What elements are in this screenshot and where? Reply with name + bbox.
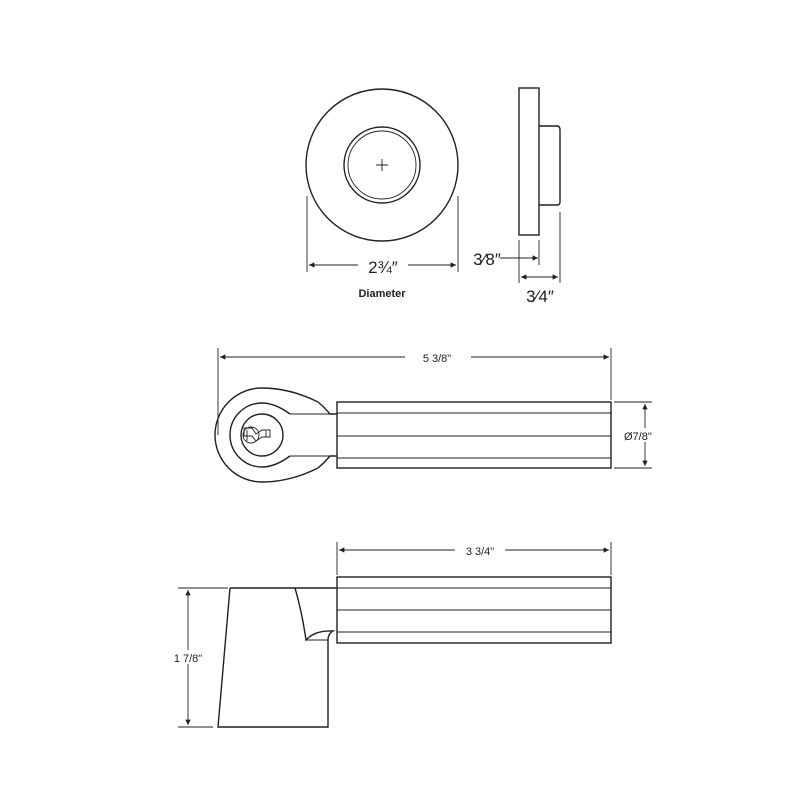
overall-length-dimension: 5 3/8" [423,353,451,365]
rose-side-view: 3⁄8″ 3⁄4″ [473,87,561,306]
rose-front-view: 2¾″ Diameter [305,88,459,300]
plate-depth-dimension: 3⁄8″ [473,250,501,269]
rose-diameter-dimension: 2¾″ [368,258,398,277]
diameter-label: Diameter [358,288,406,300]
height-dimension: 1 7/8" [174,653,202,665]
handle-diameter-dimension: Ø7/8" [624,431,652,443]
lever-top-view: 5 3/8" Ø7/8" [214,348,670,483]
key-cylinder-icon [243,427,271,442]
total-depth-dimension: 3⁄4″ [526,287,554,306]
lever-side-view: 3 3/4" 1 7/8" [170,542,612,728]
handle-length-dimension: 3 3/4" [466,546,494,558]
